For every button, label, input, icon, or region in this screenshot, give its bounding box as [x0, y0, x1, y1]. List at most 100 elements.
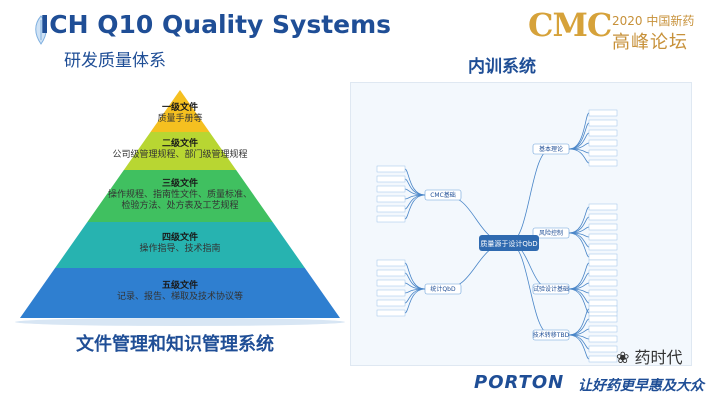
mindmap-link	[568, 308, 590, 336]
pyramid-level-desc: 操作指导、技术指南	[139, 242, 220, 254]
mindmap-leaf	[588, 253, 618, 261]
mindmap-leaf	[588, 149, 618, 157]
mindmap-leaf	[588, 299, 618, 307]
mindmap-leaf	[376, 269, 406, 277]
mindmap-link	[404, 262, 426, 290]
mindmap-leaf	[376, 165, 406, 173]
conference-logo: CMC 2020 中国新药 高峰论坛	[528, 6, 698, 53]
mindmap-link	[404, 272, 426, 290]
mindmap-link	[568, 148, 590, 154]
mindmap-leaf	[588, 159, 618, 167]
mindmap-link	[404, 288, 426, 304]
pyramid-caption: 文件管理和知识管理系统	[76, 334, 274, 355]
pyramid-level-head: 二级文件	[162, 137, 198, 149]
mindmap-link	[568, 206, 590, 234]
mindmap-link	[568, 262, 590, 290]
mindmap-leaf	[588, 233, 618, 241]
wechat-watermark: ❀ 药时代	[616, 348, 683, 367]
pyramid-level-1	[150, 90, 210, 132]
pyramid-level-head: 五级文件	[162, 279, 198, 291]
document-pyramid: 一级文件质量手册等二级文件公司级管理规程、部门级管理规程三级文件操作规程、指南性…	[15, 90, 345, 326]
pyramid-level-desc: 质量手册等	[157, 112, 202, 124]
conference-year: 2020 中国新药	[612, 14, 695, 28]
mindmap-leaf	[588, 345, 618, 353]
mindmap-branch-label: 试验设计基础	[533, 285, 569, 293]
pyramid-level-head: 一级文件	[162, 101, 198, 113]
mindmap-leaf	[588, 355, 618, 363]
training-mindmap: 基本理论 CMC基础风险控制试验设计基础 统计QbD 技术转移TBD 质量源于设计QbD	[350, 82, 692, 366]
pyramid-level-desc: 检验方法、处方表及工艺规程	[121, 199, 238, 211]
mindmap-leaf	[376, 175, 406, 183]
mindmap-link	[568, 232, 590, 258]
training-title: 内训系统	[468, 57, 536, 77]
pyramid-level-desc: 操作规程、指南性文件、质量标准、	[108, 188, 252, 200]
mindmap-link	[404, 194, 426, 210]
company-slogan: 让好药更早惠及大众	[578, 378, 704, 394]
mindmap-link	[568, 232, 590, 248]
porton-logo: PORTON	[474, 372, 565, 393]
mindmap-leaf	[376, 215, 406, 223]
mindmap-link	[404, 288, 426, 314]
mindmap-leaf	[376, 279, 406, 287]
mindmap-leaf	[588, 335, 618, 343]
mindmap-leaf	[588, 203, 618, 211]
mindmap-link	[568, 122, 590, 150]
page-title: ICH Q10 Quality Systems	[40, 10, 392, 39]
pyramid-level-2	[123, 132, 237, 170]
mindmap-link	[568, 272, 590, 290]
mindmap-leaf	[588, 139, 618, 147]
page-subtitle: 研发质量体系	[64, 51, 166, 71]
wechat-account: 药时代	[634, 348, 683, 367]
mindmap-branch-label: 基本理论	[539, 145, 563, 153]
mindmap-leaf	[588, 213, 618, 221]
pyramid-level-desc: 公司级管理规程、部门级管理规程	[112, 148, 247, 160]
mindmap-branch-label: 技术转移TBD	[533, 331, 570, 339]
mindmap-leaf	[588, 305, 618, 313]
mindmap-leaf	[588, 325, 618, 333]
mindmap-link	[568, 132, 590, 150]
mindmap-leaf	[376, 259, 406, 267]
mindmap-link	[568, 288, 590, 314]
pyramid-level-head: 三级文件	[162, 177, 198, 189]
mindmap-center-label: 质量源于设计QbD	[480, 239, 537, 248]
mindmap-link	[568, 216, 590, 234]
mindmap-leaf	[376, 309, 406, 317]
mindmap-leaf	[588, 129, 618, 137]
mindmap-leaf	[588, 109, 618, 117]
conference-mark: CMC	[528, 6, 612, 44]
mindmap-link	[568, 334, 590, 360]
mindmap-leaf	[376, 299, 406, 307]
pyramid-shadow	[15, 318, 345, 326]
mindmap-link	[404, 168, 426, 196]
mindmap-link	[568, 334, 590, 350]
mindmap-leaf	[588, 243, 618, 251]
mindmap-center	[479, 235, 539, 251]
company-emblem	[35, 15, 47, 45]
mindmap-leaf	[588, 279, 618, 287]
mindmap-leaf	[588, 119, 618, 127]
mindmap-branch-label: 风险控制	[539, 229, 563, 237]
mindmap-link	[568, 112, 590, 150]
mindmap-leaf	[376, 185, 406, 193]
mindmap-link	[568, 148, 590, 164]
mindmap-leaf	[376, 195, 406, 203]
pyramid-level-desc: 记录、报告、梯取及技术协议等	[117, 290, 243, 302]
mindmap-leaf	[376, 205, 406, 213]
mindmap-leaf	[588, 289, 618, 297]
conference-tagline: 高峰论坛	[612, 32, 688, 53]
mindmap-branch-label: 统计QbD	[430, 285, 456, 293]
mindmap-leaf	[588, 269, 618, 277]
mindmap-leaf	[588, 315, 618, 323]
mindmap-branch-label: CMC基础	[430, 191, 456, 199]
mindmap-link	[568, 288, 590, 304]
mindmap-link	[568, 318, 590, 336]
mindmap-leaf	[588, 223, 618, 231]
mindmap-link	[404, 194, 426, 220]
mindmap-leaf	[588, 259, 618, 267]
pyramid-level-5	[20, 268, 340, 318]
mindmap-link	[404, 178, 426, 196]
pyramid-level-4	[55, 222, 305, 268]
pyramid-level-head: 四级文件	[162, 231, 198, 243]
pyramid-level-3	[87, 170, 273, 222]
mindmap-leaf	[376, 289, 406, 297]
